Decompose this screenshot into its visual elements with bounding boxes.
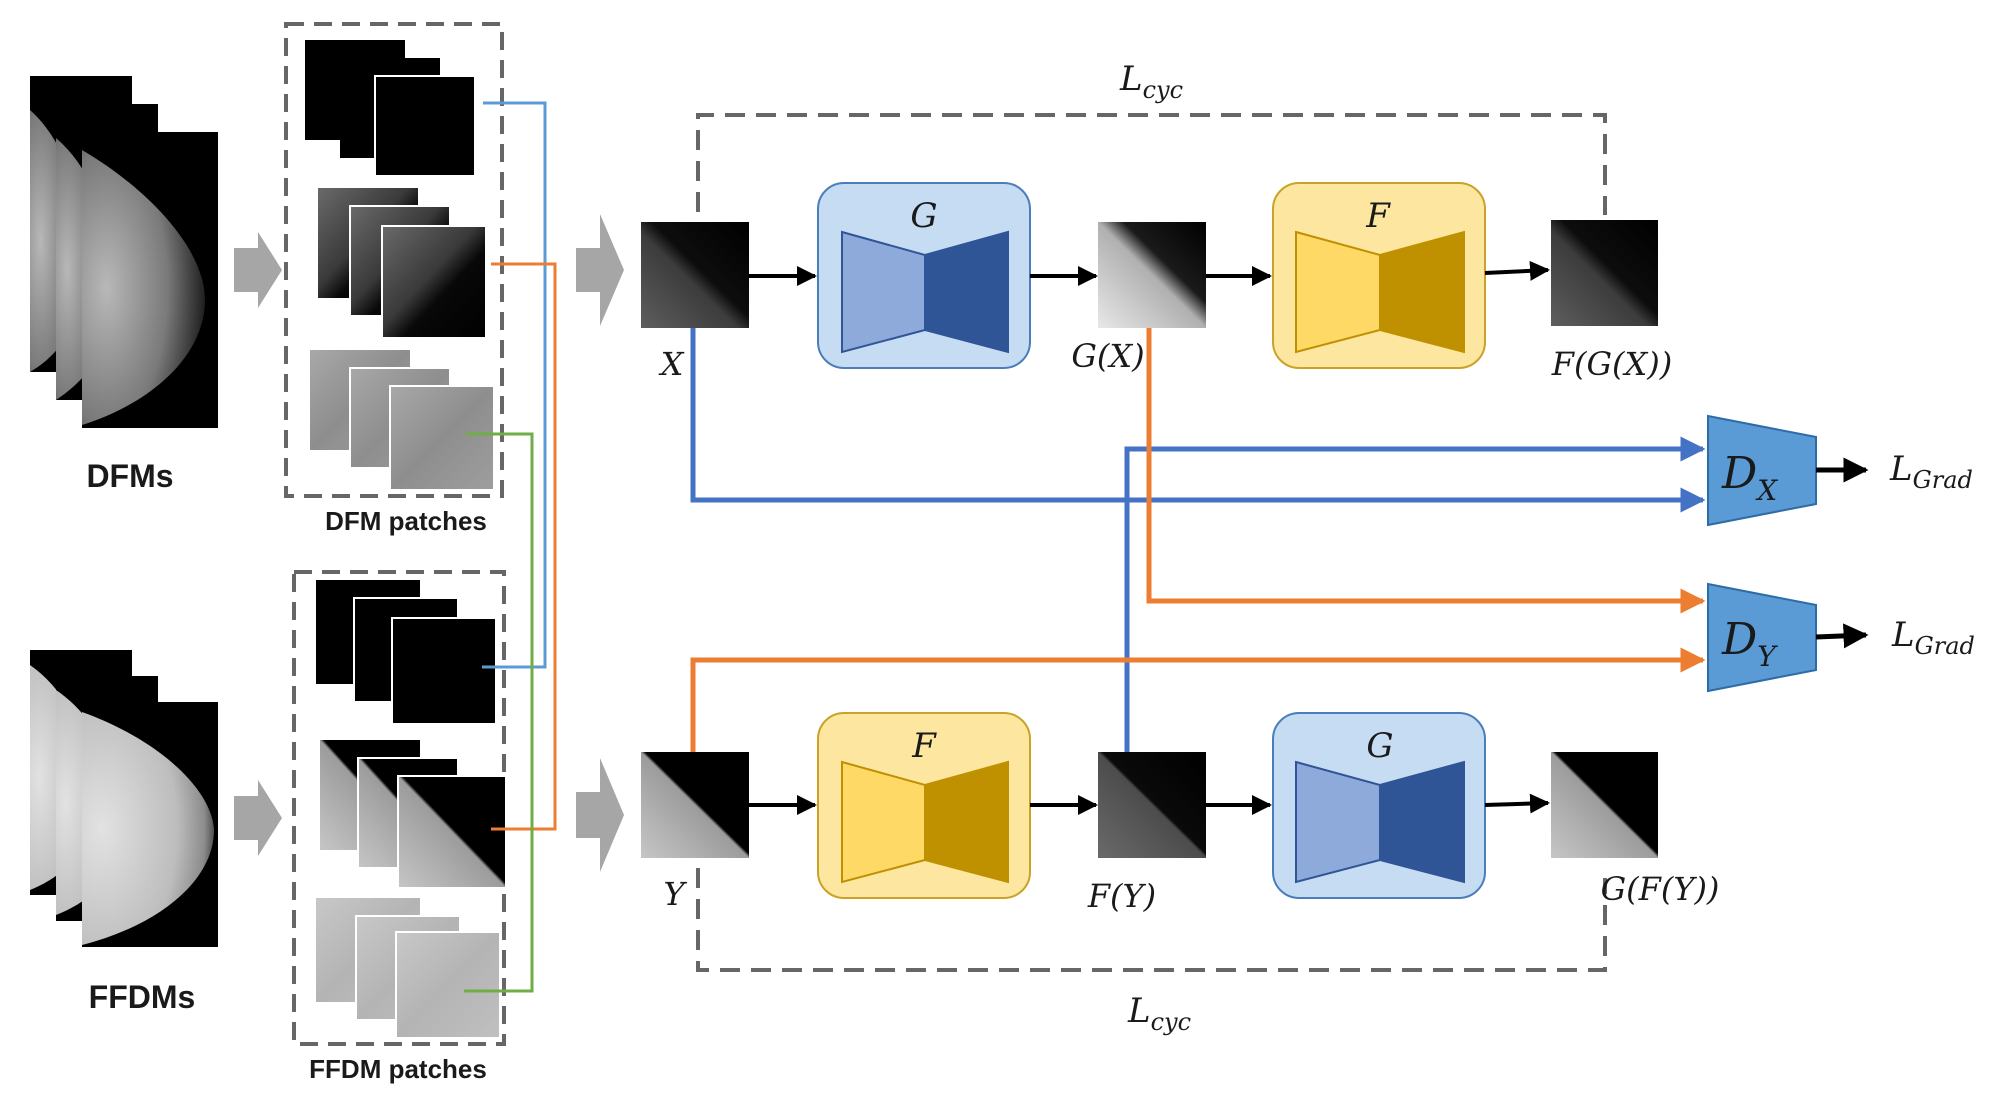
generator-f-bottom-label: F bbox=[911, 726, 937, 766]
cycle-loss-bottom-label: Lcyc bbox=[1127, 991, 1191, 1036]
orange-line-y-to-dy bbox=[690, 647, 1706, 752]
ffdm-patches-box bbox=[292, 570, 506, 1046]
flow-arrow bbox=[1484, 793, 1550, 814]
cycle-loss-top-box bbox=[696, 113, 1607, 274]
orange-line-gx-to-dy bbox=[1146, 328, 1706, 614]
dfms-label: DFMs bbox=[86, 458, 173, 494]
label-g-of-f-of-y: G(F(Y)) bbox=[1601, 870, 1720, 908]
cycle-loss-top-label: Lcyc bbox=[1119, 59, 1183, 104]
blue-line-fy-to-dx bbox=[1124, 436, 1706, 752]
orange-patch-connector bbox=[491, 262, 557, 831]
discriminator-dx-label: DX bbox=[1721, 448, 1778, 507]
discriminator-dy-label: DY bbox=[1721, 614, 1778, 673]
image-g-of-f-of-y bbox=[1551, 752, 1658, 858]
generator-f-top bbox=[1272, 182, 1486, 369]
ffdm-patches-label: FFDM patches bbox=[309, 1054, 487, 1084]
label-f-of-g-of-x: F(G(X)) bbox=[1551, 345, 1672, 383]
green-patch-connector bbox=[464, 432, 534, 993]
generator-f-bottom bbox=[817, 712, 1031, 899]
dfm-patches-label: DFM patches bbox=[325, 506, 487, 536]
blue-patch-connector bbox=[482, 101, 547, 669]
ffdms-label: FFDMs bbox=[89, 979, 196, 1015]
ffdm-mammogram-stack bbox=[30, 650, 218, 947]
label-f-of-y: F(Y) bbox=[1087, 877, 1156, 915]
dfm-patches-box bbox=[284, 22, 504, 498]
flow-arrow bbox=[1815, 623, 1869, 649]
label-y: Y bbox=[663, 875, 687, 913]
image-x bbox=[641, 222, 749, 328]
grad-loss-dx-label: LGrad bbox=[1889, 449, 1973, 494]
dfm-patch-stack-edge bbox=[318, 188, 487, 339]
ffdm-patch-stack-tissue bbox=[316, 898, 501, 1039]
generator-f-top-label: F bbox=[1365, 196, 1391, 236]
label-x: X bbox=[658, 345, 685, 383]
flow-arrow bbox=[1484, 260, 1550, 281]
dfm-mammogram-stack bbox=[30, 76, 218, 428]
discriminator-dy bbox=[1707, 582, 1817, 693]
grad-loss-dy-label: LGrad bbox=[1891, 615, 1975, 660]
image-f-of-g-of-x bbox=[1551, 220, 1658, 326]
generator-g-top bbox=[817, 182, 1031, 369]
arrow-right-icon bbox=[234, 780, 282, 856]
dfm-patch-stack-black bbox=[305, 40, 476, 177]
blue-line-x-to-dx bbox=[690, 328, 1706, 513]
cycle-loss-bottom-box bbox=[696, 868, 1607, 972]
image-y bbox=[641, 752, 749, 858]
arrow-right-icon bbox=[234, 232, 282, 308]
generator-g-bottom-label: G bbox=[1366, 726, 1393, 766]
generator-g-bottom bbox=[1272, 712, 1486, 899]
image-f-of-y bbox=[1098, 752, 1206, 858]
ffdm-patch-stack-black bbox=[316, 580, 497, 725]
arrow-right-icon bbox=[576, 214, 624, 326]
label-g-of-x: G(X) bbox=[1071, 337, 1144, 375]
generator-g-top-label: G bbox=[910, 196, 937, 236]
image-g-of-x bbox=[1098, 222, 1206, 328]
ffdm-patch-stack-edge bbox=[320, 740, 507, 889]
arrow-right-icon bbox=[576, 758, 624, 872]
discriminator-dx bbox=[1707, 414, 1817, 527]
dfm-patch-stack-tissue bbox=[310, 350, 495, 491]
